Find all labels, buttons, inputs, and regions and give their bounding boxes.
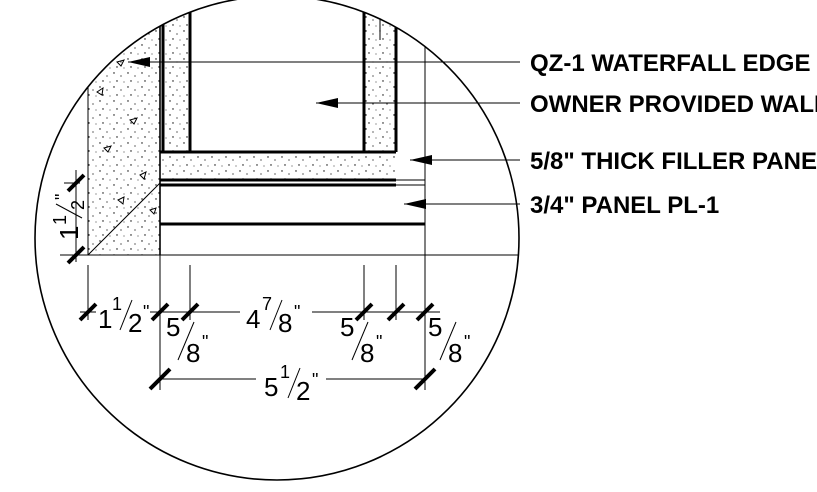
dim-left-den: 2	[68, 200, 88, 210]
dim-d2-den: 8	[186, 338, 200, 368]
dim-d2-num: 5	[166, 312, 180, 342]
wall-stud-left	[163, 0, 190, 152]
dim-d5-den: 8	[448, 338, 462, 368]
dim-overall: 5 1 2 "	[148, 362, 437, 406]
dim-d5-num: 5	[428, 312, 442, 342]
dim-left-whole: 1	[54, 226, 84, 240]
dim-left-num: 1	[50, 215, 70, 225]
dim-d3-den: 8	[278, 308, 292, 338]
dim-d3-mark: "	[294, 302, 300, 322]
dim-d1-mark: "	[143, 302, 149, 322]
leaders	[128, 57, 520, 209]
callout-panel-pl1: 3/4" PANEL PL-1	[530, 192, 719, 219]
quartz-aggregate	[96, 59, 157, 215]
dim-left-vertical: 1 1 2 "	[50, 170, 88, 265]
dim-d1-num: 1	[112, 294, 122, 314]
dim-d1-whole: 1	[98, 304, 112, 334]
dim-d4-mark: "	[376, 332, 382, 352]
quartz-edge-hatch	[88, 0, 160, 255]
dim-d4-num: 5	[340, 312, 354, 342]
callout-waterfall-edge: QZ-1 WATERFALL EDGE	[530, 50, 810, 77]
dim-overall-whole: 5	[264, 372, 278, 402]
detail-circle	[34, 0, 520, 481]
dim-row-1: 1 1 2 " 5 8 " 4 7 8 " 5 8 " 5 8 "	[78, 294, 470, 368]
dim-d3-num: 7	[262, 294, 272, 314]
dim-overall-num: 1	[280, 362, 290, 382]
dim-d4-den: 8	[360, 338, 374, 368]
miter-line	[87, 182, 161, 256]
dim-d1-den: 2	[128, 308, 142, 338]
dim-left-mark: "	[52, 194, 72, 200]
dim-d2-mark: "	[202, 332, 208, 352]
dim-overall-mark: "	[312, 370, 318, 390]
callout-filler-panel: 5/8" THICK FILLER PANEL	[530, 148, 817, 175]
callout-owner-wall: OWNER PROVIDED WALL	[530, 91, 817, 118]
dim-d5-mark: "	[464, 332, 470, 352]
dim-d3-whole: 4	[246, 304, 260, 334]
dim-overall-den: 2	[296, 376, 310, 406]
filler-panel	[160, 152, 396, 180]
